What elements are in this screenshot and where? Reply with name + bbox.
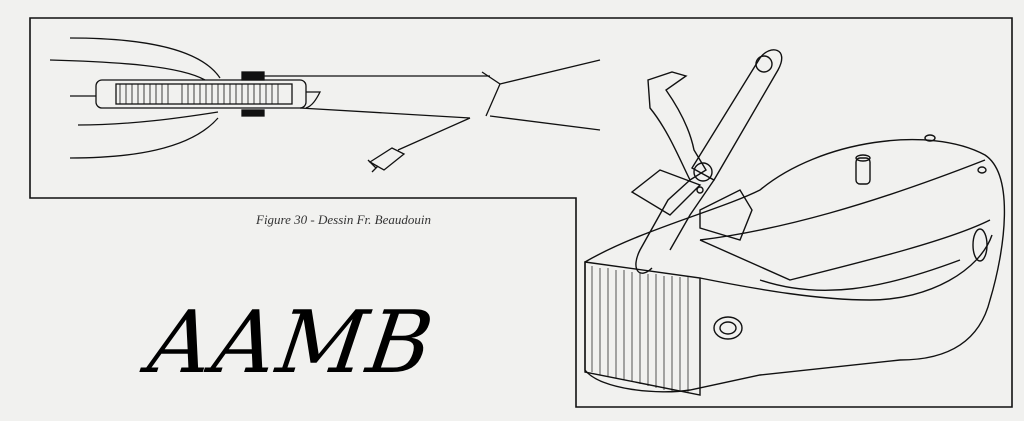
wooden-tool-illustration xyxy=(584,49,1006,396)
hand-with-trigger-illustration xyxy=(49,37,601,173)
watermark-logo-text: AAMB xyxy=(142,293,441,393)
figure-frame xyxy=(29,17,1013,408)
figure-caption: Figure 30 - Dessin Fr. Beaudouin xyxy=(256,212,431,227)
